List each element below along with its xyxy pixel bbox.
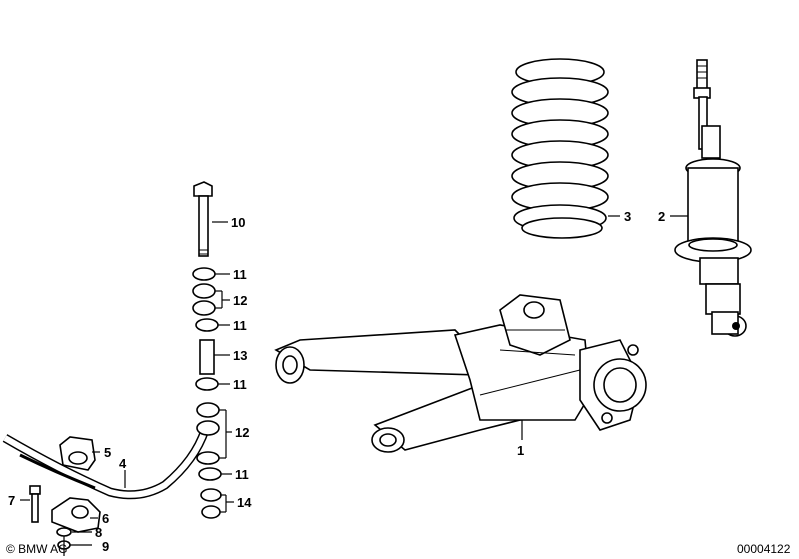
hex-bolt [29,485,41,523]
trailing-arm [274,294,647,453]
bushing-stack [192,267,222,519]
callout-3: 3 [624,209,631,224]
callout-12-upper: 12 [233,293,247,308]
callout-8: 8 [95,525,102,540]
stabilizer-bushing [59,436,96,471]
callout-7: 7 [8,493,15,508]
callout-13: 13 [233,348,247,363]
copyright-text: © BMW AG [6,542,68,556]
diagram-number: 00004122 [737,542,791,556]
callout-14: 14 [237,495,252,510]
callout-12-lower: 12 [235,425,249,440]
callout-11-bottom: 11 [235,467,249,482]
stabilizer-bar [2,428,210,500]
callout-9: 9 [102,539,109,554]
clamp-bracket [51,497,101,533]
callout-10: 10 [231,215,245,230]
callout-11-third: 11 [233,377,247,392]
callout-2: 2 [658,209,665,224]
callout-1: 1 [517,443,524,458]
callout-6: 6 [102,511,109,526]
callout-4: 4 [119,456,127,471]
coil-spring [511,58,609,239]
leader-lines [20,215,688,546]
callout-5: 5 [104,445,111,460]
callout-11-second: 11 [233,318,247,333]
shock-absorber [674,59,752,337]
callout-11-top: 11 [233,267,247,282]
long-bolt [193,181,213,257]
